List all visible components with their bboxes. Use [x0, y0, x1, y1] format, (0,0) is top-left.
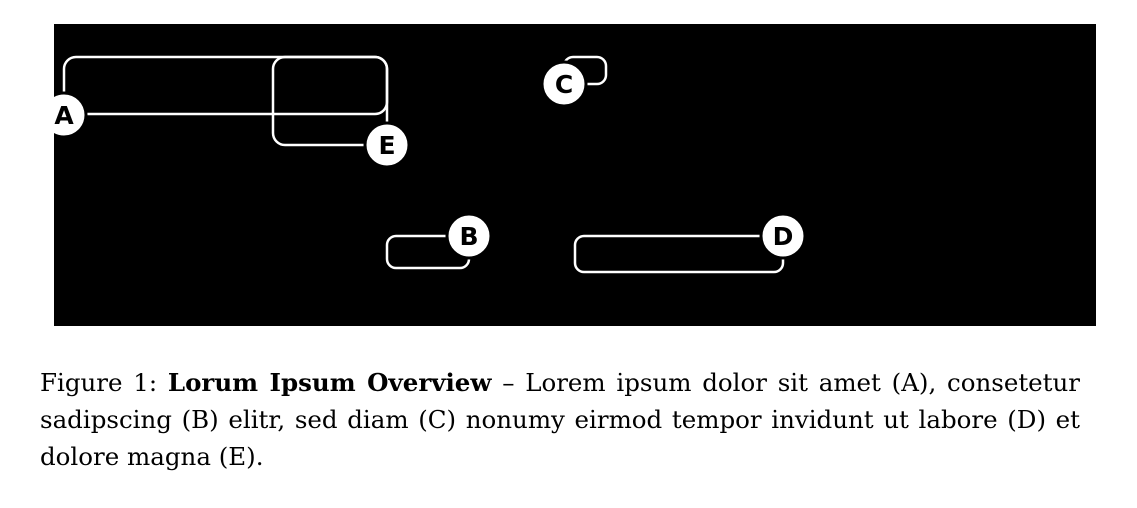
callout-d: D [759, 212, 807, 260]
callout-b-label: B [459, 222, 478, 251]
callout-b: B [445, 212, 493, 260]
region-e-outline [271, 55, 389, 147]
caption-prefix: Figure 1: [40, 368, 168, 397]
caption-body: – Lorem ipsum dolor sit amet (A), conset… [40, 368, 1080, 471]
callout-a-label: A [54, 101, 74, 130]
callout-a: A [54, 91, 88, 139]
figure-image: A E C B D [54, 24, 1096, 326]
callout-e: E [363, 121, 411, 169]
callout-c-label: C [555, 70, 573, 99]
callout-d-label: D [773, 222, 794, 251]
callout-e-label: E [378, 131, 395, 160]
caption-title: Lorum Ipsum Overview [167, 368, 492, 397]
figure-caption: Figure 1: Lorum Ipsum Overview – Lorem i… [40, 364, 1080, 475]
callout-c: C [540, 60, 588, 108]
